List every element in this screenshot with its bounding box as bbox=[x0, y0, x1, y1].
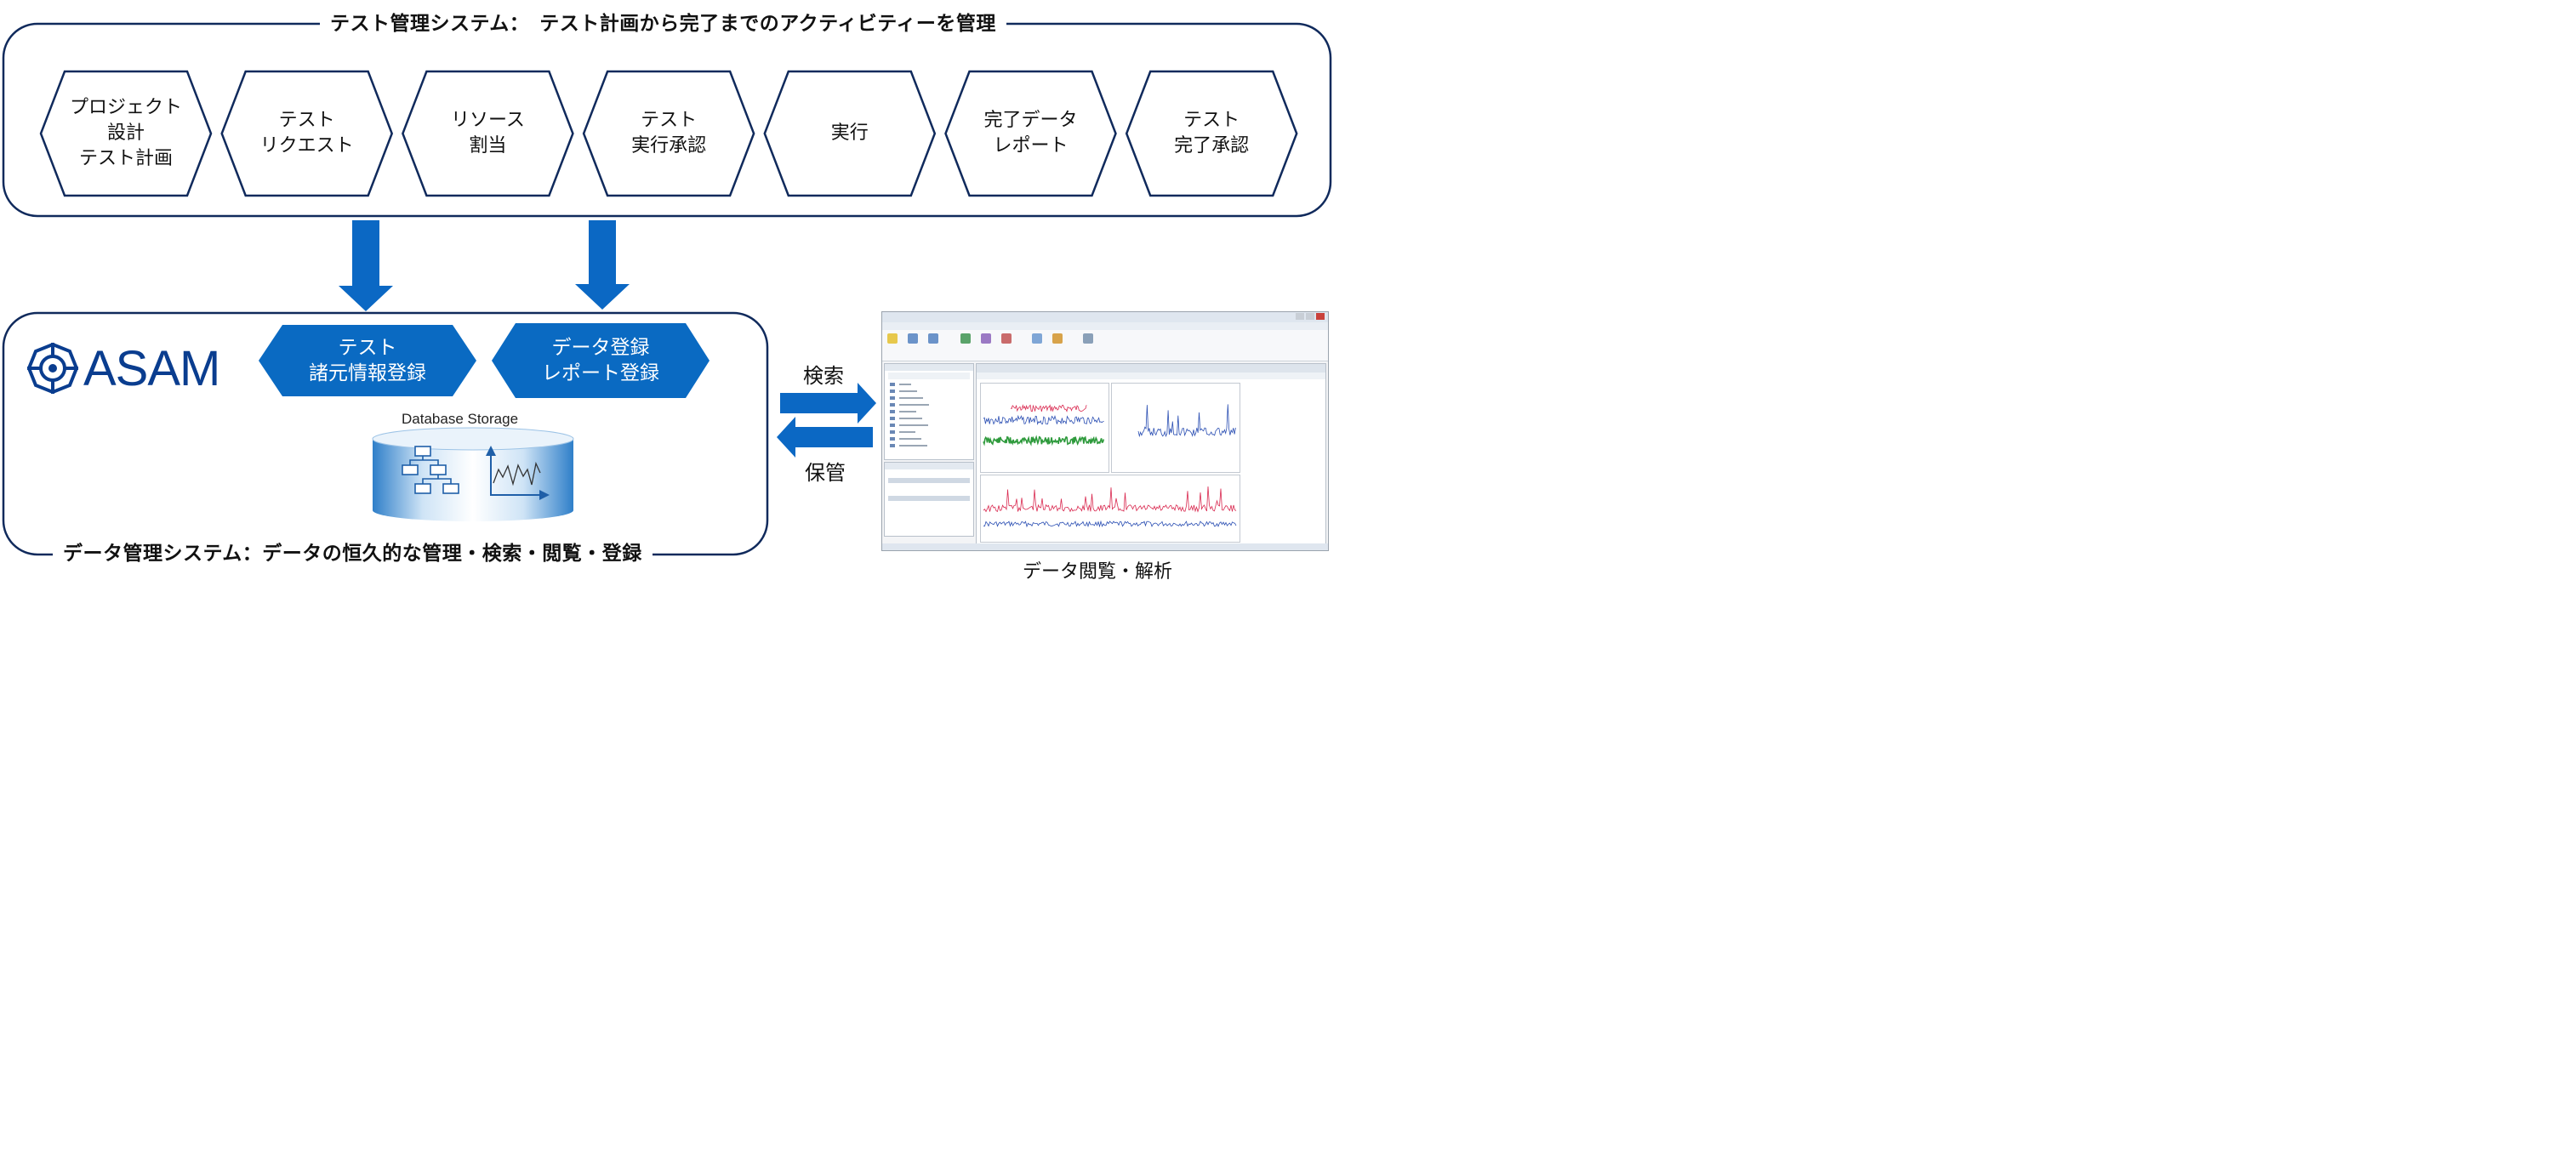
hierarchy-diagram-icon bbox=[402, 446, 459, 494]
viewer-channel-row bbox=[890, 444, 927, 449]
viewer-property-row bbox=[888, 490, 970, 495]
viewer-tabs bbox=[977, 364, 1325, 373]
data-viewer-screenshot bbox=[881, 311, 1329, 551]
diagram-canvas bbox=[2, 22, 1332, 556]
viewer-property-row bbox=[888, 484, 970, 489]
viewer-channel-row bbox=[890, 396, 923, 401]
registration-test-spec-label: テスト 諸元情報登録 bbox=[309, 337, 426, 384]
viewer-ribbon bbox=[882, 330, 1328, 361]
process-step-label: テスト 実行承認 bbox=[631, 110, 707, 156]
viewer-property-row bbox=[888, 514, 970, 519]
process-step-label: リソース 割当 bbox=[450, 110, 525, 156]
viewer-property-row bbox=[888, 526, 970, 531]
viewer-statusbar bbox=[882, 543, 1328, 550]
viewer-channel-row bbox=[890, 417, 922, 422]
viewer-channel-row bbox=[890, 424, 928, 429]
test-management-title: テスト管理システム： テスト計画から完了までのアクティビティーを管理 bbox=[320, 11, 1006, 37]
registration-data-report-label: データ登録 レポート登録 bbox=[542, 337, 659, 384]
search-label: 検索 bbox=[803, 364, 844, 388]
asam-logo-text: ASAM bbox=[83, 341, 220, 396]
viewer-property-row bbox=[888, 496, 970, 501]
process-step-hexagon bbox=[402, 70, 574, 197]
down-arrow-icon bbox=[575, 220, 630, 310]
database-storage-label: Database Storage bbox=[402, 411, 519, 427]
process-step-label: 実行 bbox=[830, 122, 869, 144]
line-graph-icon bbox=[486, 446, 550, 500]
viewer-plot-2 bbox=[1111, 383, 1240, 473]
viewer-property-row bbox=[888, 478, 970, 483]
process-step-label: テスト リクエスト bbox=[259, 110, 354, 156]
asam-logo-mark-icon bbox=[26, 342, 79, 395]
left-arrow-icon bbox=[777, 417, 873, 458]
viewer-property-panel bbox=[884, 462, 974, 537]
viewer-channel-row bbox=[890, 437, 921, 442]
process-step-hexagon bbox=[39, 70, 213, 197]
process-step-label: 完了データ レポート bbox=[983, 110, 1078, 156]
viewer-channel-row bbox=[890, 403, 929, 408]
right-arrow-icon bbox=[780, 383, 876, 424]
viewer-channel-row bbox=[890, 383, 911, 388]
viewer-property-row bbox=[888, 472, 970, 477]
process-step-hexagon bbox=[763, 70, 937, 197]
viewer-plot-1 bbox=[980, 383, 1109, 473]
viewer-channel-list bbox=[884, 363, 974, 460]
viewer-window-buttons bbox=[1296, 313, 1325, 320]
viewer-channel-row bbox=[890, 430, 915, 435]
process-step-hexagon bbox=[582, 70, 755, 197]
process-step-label: テスト 完了承認 bbox=[1174, 110, 1250, 156]
process-step-hexagon bbox=[944, 70, 1117, 197]
process-step-label: プロジェクト 設計 テスト計画 bbox=[69, 97, 182, 169]
process-steps bbox=[39, 70, 1298, 197]
registration-test-spec-shape bbox=[259, 325, 476, 396]
viewer-channel-row bbox=[890, 410, 916, 415]
viewer-property-row bbox=[888, 508, 970, 513]
store-label: 保管 bbox=[805, 461, 846, 485]
registration-data-report-shape bbox=[492, 323, 710, 398]
viewer-caption: データ閲覧・解析 bbox=[1023, 561, 1173, 583]
down-arrow-icon bbox=[339, 220, 393, 311]
process-step-hexagon bbox=[220, 70, 394, 197]
viewer-plot-area bbox=[976, 363, 1326, 545]
data-management-title: データ管理システム：データの恒久的な管理・検索・閲覧・登録 bbox=[53, 541, 653, 566]
viewer-property-row bbox=[888, 520, 970, 525]
viewer-property-row bbox=[888, 502, 970, 507]
viewer-menubar bbox=[882, 322, 1328, 330]
viewer-channel-row bbox=[890, 390, 917, 395]
process-step-hexagon bbox=[1125, 70, 1298, 197]
